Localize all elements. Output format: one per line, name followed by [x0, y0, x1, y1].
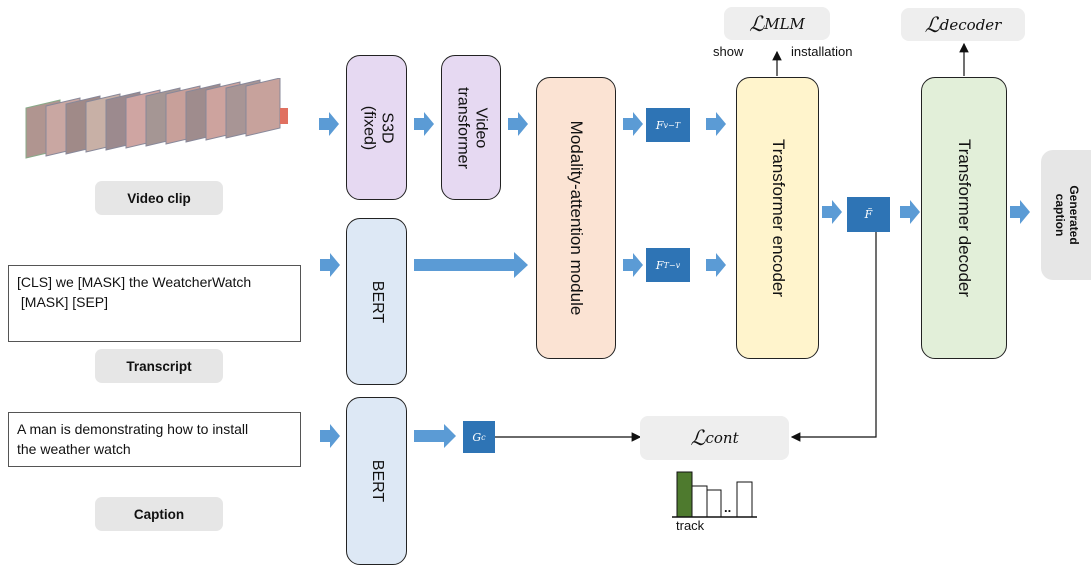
loss-mlm-symbol: ℒ [749, 11, 765, 36]
arrow-attention-to-ftv [623, 253, 643, 277]
transcript-textbox: [CLS] we [MASK] the WeatcherWatch [MASK]… [8, 265, 301, 342]
arrow-vt-to-attention [508, 112, 528, 136]
arrow-bert-to-attention [414, 252, 528, 278]
arrow-attention-to-fvt [623, 112, 643, 136]
bert-caption-label: BERT [368, 459, 386, 503]
video-clip-label: Video clip [95, 181, 223, 215]
video-transformer-label: Video transformer [454, 86, 490, 169]
bert-transcript-block: BERT [346, 218, 407, 385]
caption-label: Caption [95, 497, 223, 531]
track-ellipsis: .. [724, 500, 732, 515]
track-label: track [676, 518, 705, 533]
arrow-fbar-to-decoder [900, 200, 920, 224]
loss-cont-sub: cont [705, 429, 739, 447]
s3d-block: S3D (fixed) [346, 55, 407, 200]
track-bar-4 [736, 481, 753, 518]
mlm-word-installation: installation [791, 44, 853, 59]
transformer-encoder-label: Transformer encoder [768, 138, 788, 298]
arrow-video-to-s3d [319, 112, 339, 136]
track-bar-2 [691, 485, 708, 518]
feature-gc-base: G [472, 430, 482, 444]
arrow-fvt-to-encoder [706, 112, 726, 136]
track-histogram [672, 471, 757, 518]
arrow-bert-to-gc [414, 424, 456, 448]
feature-ftv-base: F [655, 258, 664, 272]
arrow-encoder-to-fbar [822, 200, 842, 224]
feature-fbar: F̃ [847, 197, 890, 232]
arrow-transcript-to-bert [320, 253, 340, 277]
track-bar-1 [676, 471, 693, 518]
bert-caption-block: BERT [346, 397, 407, 565]
bert-transcript-label: BERT [368, 280, 386, 323]
transformer-encoder-block: Transformer encoder [736, 77, 819, 359]
mlm-word-show: show [713, 44, 744, 59]
loss-decoder-symbol: ℒ [924, 12, 940, 37]
modality-attention-block: Modality-attention module [536, 77, 616, 359]
caption-textbox: A man is demonstrating how to install th… [8, 412, 301, 467]
track-bar-3 [706, 489, 722, 518]
feature-fvt-sup: v−T [663, 120, 681, 130]
s3d-label: S3D (fixed) [359, 105, 395, 150]
generated-caption-tab: Generated caption [1041, 150, 1091, 280]
generated-caption-label: Generated caption [1053, 185, 1081, 245]
feature-fbar-base: F̃ [864, 208, 873, 221]
arrow-s3d-to-vt [414, 112, 434, 136]
loss-cont-symbol: ℒ [690, 426, 706, 450]
transformer-decoder-label: Transformer decoder [954, 138, 974, 298]
modality-attention-label: Modality-attention module [566, 120, 586, 316]
fbar-to-cont-line [790, 232, 877, 442]
video-clip-frames [18, 77, 298, 160]
arrow-decoder-to-output [1010, 200, 1030, 224]
video-frames-icon [25, 77, 288, 159]
arrow-ftv-to-encoder [706, 253, 726, 277]
feature-ftv-sup: T−v [663, 260, 681, 270]
loss-mlm-sub: MLM [764, 14, 805, 33]
video-transformer-block: Video transformer [441, 55, 501, 200]
feature-fvt-base: F [655, 118, 664, 132]
transcript-label: Transcript [95, 349, 223, 383]
arrow-caption-to-bert [320, 424, 340, 448]
feature-gc-sup: c [481, 432, 486, 442]
loss-decoder-sub: decoder [939, 15, 1002, 34]
transformer-decoder-block: Transformer decoder [921, 77, 1007, 359]
